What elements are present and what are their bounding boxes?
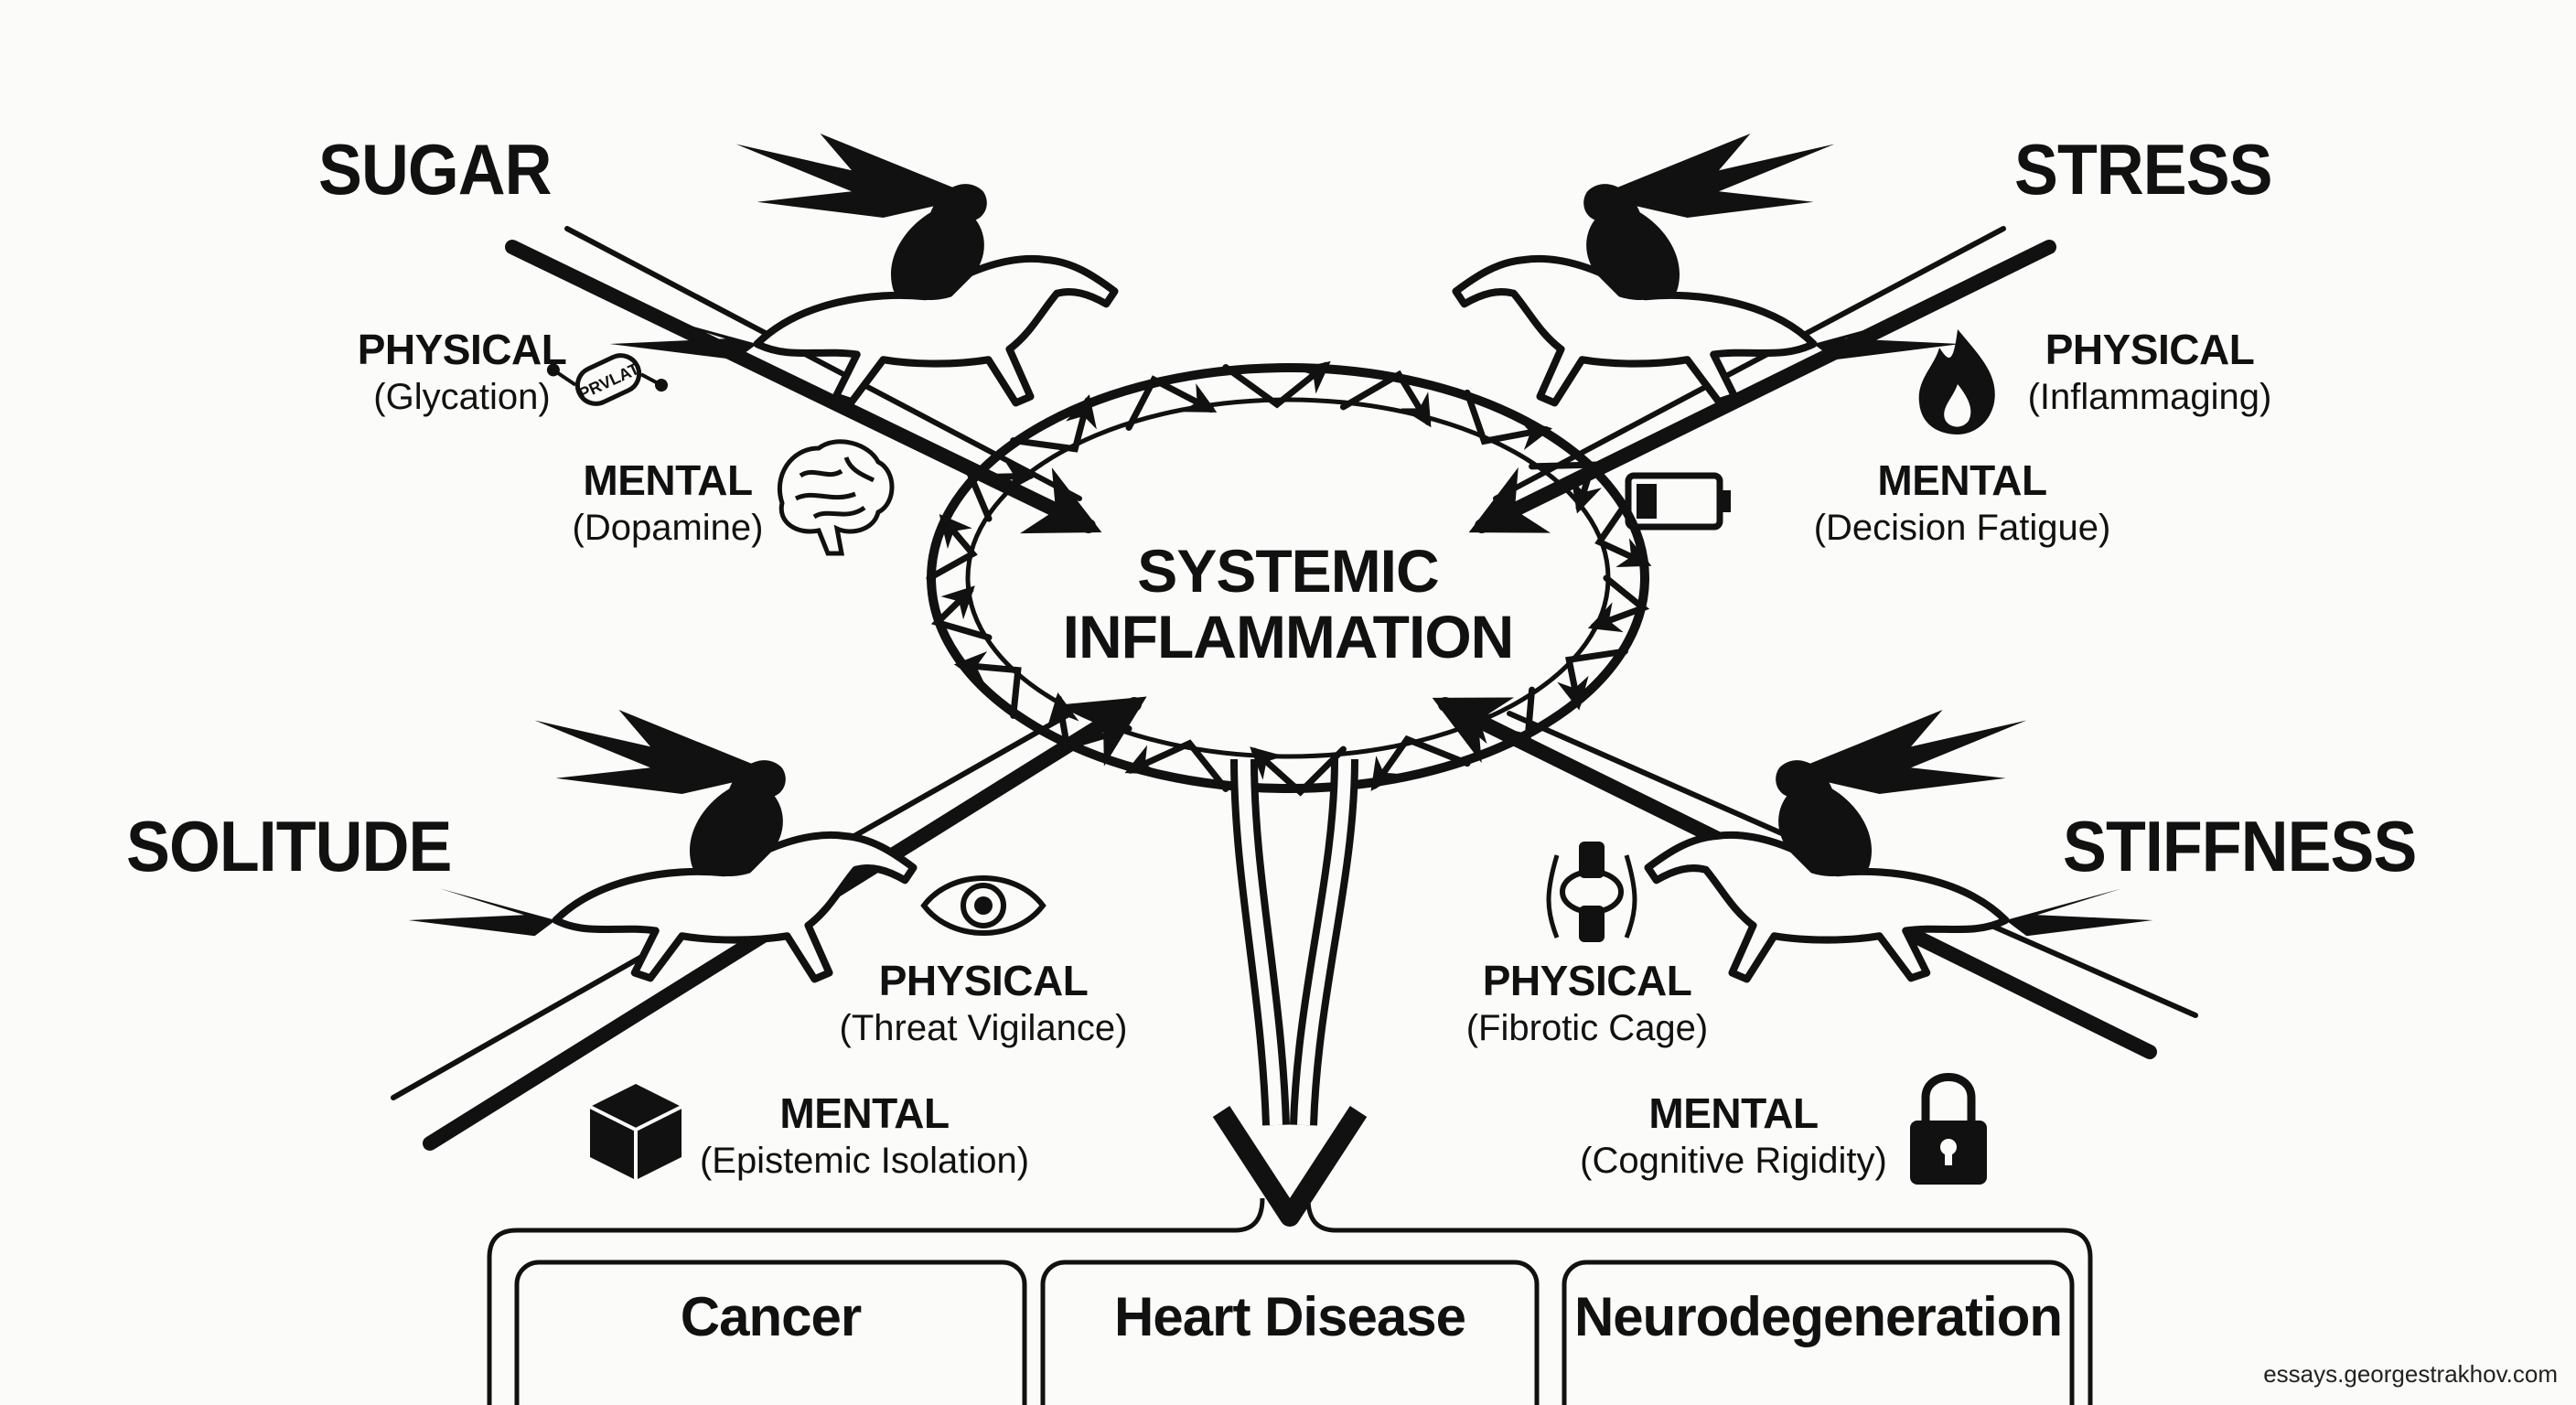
- low-battery-icon: [1625, 472, 1731, 531]
- stress-physical-label: PHYSICAL (Inflammaging): [2008, 325, 2292, 420]
- swirl-arrow: [1464, 389, 1553, 450]
- sugar-physical-sub: (Glycation): [373, 377, 551, 417]
- swirl-arrow: [1557, 648, 1628, 711]
- swirl-arrow: [1010, 394, 1097, 453]
- stiffness-physical-label: PHYSICAL (Fibrotic Cage): [1454, 956, 1720, 1051]
- swirl-arrow: [1124, 739, 1229, 792]
- rider-stress: [1456, 134, 1961, 402]
- swirl-arrow: [1339, 370, 1432, 428]
- sugar-mental-label: MENTAL (Dopamine): [563, 456, 773, 551]
- swirl-arrow: [953, 651, 1022, 719]
- swirl-arrow: [1594, 501, 1652, 568]
- center-title: SYSTEMIC INFLAMMATION: [1014, 538, 1562, 670]
- outcome-heart-disease: Heart Disease: [1114, 1286, 1466, 1347]
- eye-icon: [920, 875, 1046, 936]
- swirl-arrow: [1125, 375, 1218, 431]
- swirl-arrow: [966, 460, 1037, 522]
- flame-icon: [1918, 329, 1995, 434]
- swirl-arrow: [930, 585, 993, 641]
- stress-mental-head: MENTAL: [1877, 456, 2047, 504]
- sugar-mental-sub: (Dopamine): [572, 508, 764, 548]
- solitude-physical-sub: (Threat Vigilance): [839, 1008, 1128, 1048]
- center-title-line1: SYSTEMIC: [1137, 537, 1439, 605]
- watermark: essays.georgestrakhov.com: [2263, 1360, 2558, 1388]
- box-icon: [589, 1084, 682, 1180]
- solitude-physical-label: PHYSICAL (Threat Vigilance): [828, 956, 1139, 1051]
- joint-icon: [1546, 842, 1637, 942]
- stress-physical-sub: (Inflammaging): [2027, 377, 2272, 417]
- outcome-cancer: Cancer: [680, 1286, 862, 1347]
- outcome-neurodegeneration: Neurodegeneration: [1573, 1286, 2063, 1347]
- swirl-arrow: [926, 513, 978, 582]
- brain-icon: [777, 439, 895, 556]
- rider-solitude: [409, 710, 914, 979]
- solitude-mental-label: MENTAL (Epistemic Isolation): [686, 1089, 1043, 1184]
- swirl-arrow: [1222, 360, 1331, 409]
- center-title-line2: INFLAMMATION: [1062, 603, 1515, 670]
- molecule-icon: PRVLAT: [546, 353, 668, 406]
- stress-mental-label: MENTAL (Decision Fatigue): [1779, 456, 2145, 551]
- solitude-mental-sub: (Epistemic Isolation): [699, 1141, 1030, 1181]
- stiffness-mental-label: MENTAL (Cognitive Rigidity): [1573, 1089, 1894, 1184]
- rider-title-sugar: SUGAR: [318, 129, 552, 209]
- rider-title-stress: STRESS: [2014, 129, 2273, 209]
- rider-title-stiffness: STIFFNESS: [2063, 806, 2417, 886]
- swirl-arrow: [1250, 745, 1347, 797]
- padlock-icon: [1910, 1073, 1987, 1185]
- rider-title-solitude: SOLITUDE: [126, 806, 452, 886]
- sugar-physical-label: PHYSICAL (Glycation): [348, 325, 576, 420]
- sugar-physical-head: PHYSICAL: [357, 326, 567, 373]
- stiffness-mental-sub: (Cognitive Rigidity): [1580, 1141, 1887, 1181]
- outcome-frame: [487, 1197, 2093, 1405]
- solitude-mental-head: MENTAL: [779, 1089, 950, 1137]
- stress-mental-sub: (Decision Fatigue): [1813, 508, 2111, 548]
- rider-sugar: [610, 134, 1115, 402]
- downward-arrow: [1212, 758, 1368, 1227]
- sugar-mental-head: MENTAL: [583, 456, 753, 504]
- stiffness-mental-head: MENTAL: [1648, 1089, 1819, 1137]
- swirl-arrow: [1587, 574, 1650, 633]
- stress-physical-head: PHYSICAL: [2045, 326, 2255, 373]
- solitude-physical-head: PHYSICAL: [878, 957, 1089, 1004]
- stiffness-physical-head: PHYSICAL: [1482, 957, 1692, 1004]
- stiffness-physical-sub: (Fibrotic Cage): [1465, 1008, 1709, 1048]
